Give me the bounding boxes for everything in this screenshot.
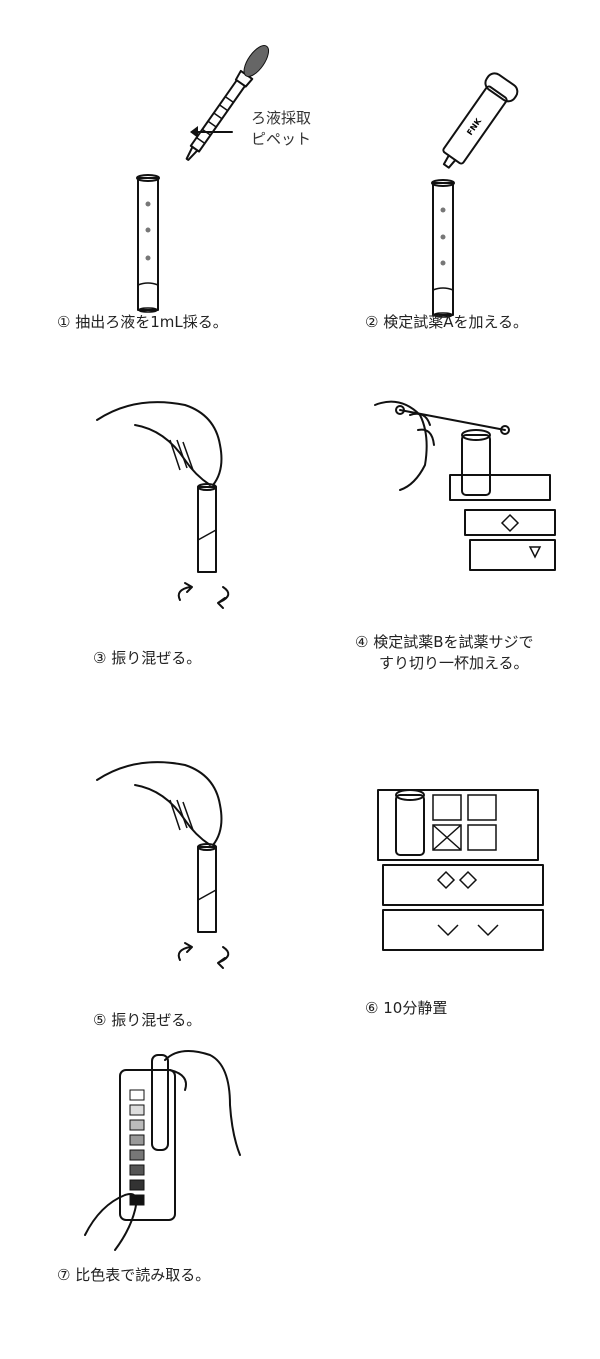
- rotate-arrow-icon: [177, 942, 193, 961]
- step-3-caption: ③ 振り混ぜる。: [93, 648, 201, 669]
- step-7-illustration: [80, 1045, 260, 1255]
- test-tube-rack-icon: [377, 789, 544, 951]
- pipette-and-test-tube-icon: [136, 45, 270, 313]
- pipette-annotation: ろ液採取 ピペット: [251, 108, 311, 150]
- reagent-bottle-and-test-tube-icon: FNK: [431, 72, 519, 318]
- step-4-caption: ④ 検定試薬Bを試薬サジで すり切り一杯加える。: [355, 632, 534, 674]
- step-number: ⑥: [365, 999, 379, 1017]
- step-5-caption: ⑤ 振り混ぜる。: [93, 1010, 201, 1031]
- step-7-caption: ⑦ 比色表で読み取る。: [57, 1265, 210, 1286]
- bottle-label: FNK: [465, 116, 483, 137]
- step-1-caption: ① 抽出ろ液を1mL採る。: [57, 312, 228, 333]
- step-number: ③: [93, 649, 107, 667]
- step-text: 10分静置: [383, 999, 448, 1017]
- annotation-line-1: ろ液採取: [251, 109, 312, 127]
- step-number: ①: [57, 313, 71, 331]
- step-number: ⑤: [93, 1011, 107, 1029]
- step-4-illustration: [370, 375, 560, 610]
- hand-shaking-tube-icon: [96, 761, 230, 969]
- step-1-illustration: [120, 40, 320, 320]
- step-number: ⑦: [57, 1266, 71, 1284]
- step-text: 比色表で読み取る。: [75, 1266, 211, 1284]
- color-chart-comparison-icon: [84, 1050, 241, 1251]
- step-5-illustration: [95, 750, 245, 990]
- spoon-and-rack-icon: [374, 400, 556, 571]
- step-6-caption: ⑥ 10分静置: [365, 998, 447, 1019]
- step-text-line-2: すり切り一杯加える。: [379, 654, 529, 672]
- step-number: ②: [365, 313, 379, 331]
- step-text: 抽出ろ液を1mL採る。: [75, 313, 228, 331]
- step-2-illustration: FNK: [420, 55, 570, 325]
- step-3-illustration: [95, 390, 245, 630]
- step-text: 検定試薬Aを加える。: [383, 313, 529, 331]
- step-text: 振り混ぜる。: [111, 649, 202, 667]
- step-text-line-1: 検定試薬Bを試薬サジで: [373, 633, 534, 651]
- step-2-caption: ② 検定試薬Aを加える。: [365, 312, 528, 333]
- hand-shaking-tube-icon: [96, 401, 230, 609]
- step-text: 振り混ぜる。: [111, 1011, 202, 1029]
- annotation-line-2: ピペット: [251, 130, 312, 148]
- step-6-illustration: [377, 780, 548, 960]
- step-number: ④: [355, 633, 369, 651]
- rotate-arrow-icon: [177, 582, 193, 601]
